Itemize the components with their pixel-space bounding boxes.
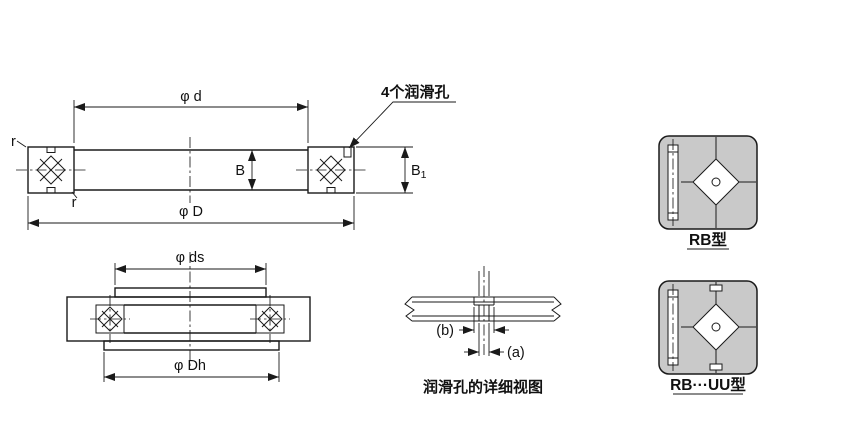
split-notch-bottom-left: [46, 187, 56, 193]
break-line-left: [404, 296, 415, 322]
clamp-plate: [114, 287, 267, 298]
main-bearing-cross-section: [16, 137, 366, 203]
split-notch-top-left: [46, 147, 56, 153]
rb-uu-type-label: RB···UU型: [670, 376, 746, 394]
split-notch-bottom-right: [326, 187, 336, 193]
break-line-right: [551, 296, 562, 322]
lube-holes-leader: [348, 101, 456, 149]
dim-label-outer-diameter: φ D: [179, 204, 203, 220]
dim-label-dh: φ Dh: [174, 358, 206, 374]
seal-bottom: [709, 363, 723, 371]
detail-dim-b: (b): [436, 323, 454, 339]
mounting-cross-section: φ ds φ Dh: [66, 250, 311, 382]
rb-type-section: RB型: [658, 135, 758, 250]
outer-ring-section-left: [27, 146, 75, 194]
dim-label-width-b1: B1: [411, 163, 427, 181]
seal-top: [709, 284, 723, 292]
detail-dim-a: (a): [507, 345, 525, 361]
roller-section-left: [95, 304, 125, 334]
rb-uu-type-section: RB···UU型: [658, 280, 758, 395]
dim-label-width-b: B: [235, 163, 245, 179]
detail-caption: 润滑孔的详细视图: [423, 378, 543, 396]
dim-label-bore-diameter: φ d: [180, 89, 202, 105]
fillet-label-r-bottom: r: [72, 195, 77, 211]
rb-type-label: RB型: [689, 231, 727, 249]
fillet-label-r-top: r: [11, 134, 16, 150]
roller-diamond-left: [36, 155, 66, 185]
dim-label-ds: φ ds: [176, 250, 205, 266]
roller-section-right: [255, 304, 285, 334]
main-dimensions: φ d φ D B B1 r r 4个润滑孔: [11, 83, 456, 230]
roller-axis-dot-uu: [711, 322, 721, 332]
lubrication-hole: [343, 146, 352, 158]
shaft-flange: [103, 340, 280, 351]
lube-holes-callout: 4个润滑孔: [381, 83, 449, 101]
roller-axis-dot: [711, 177, 721, 187]
roller-diamond-right: [316, 155, 346, 185]
outer-ring-section-right: [307, 146, 355, 194]
lubrication-hole-detail: (b) (a) 润滑孔的详细视图: [404, 266, 562, 396]
